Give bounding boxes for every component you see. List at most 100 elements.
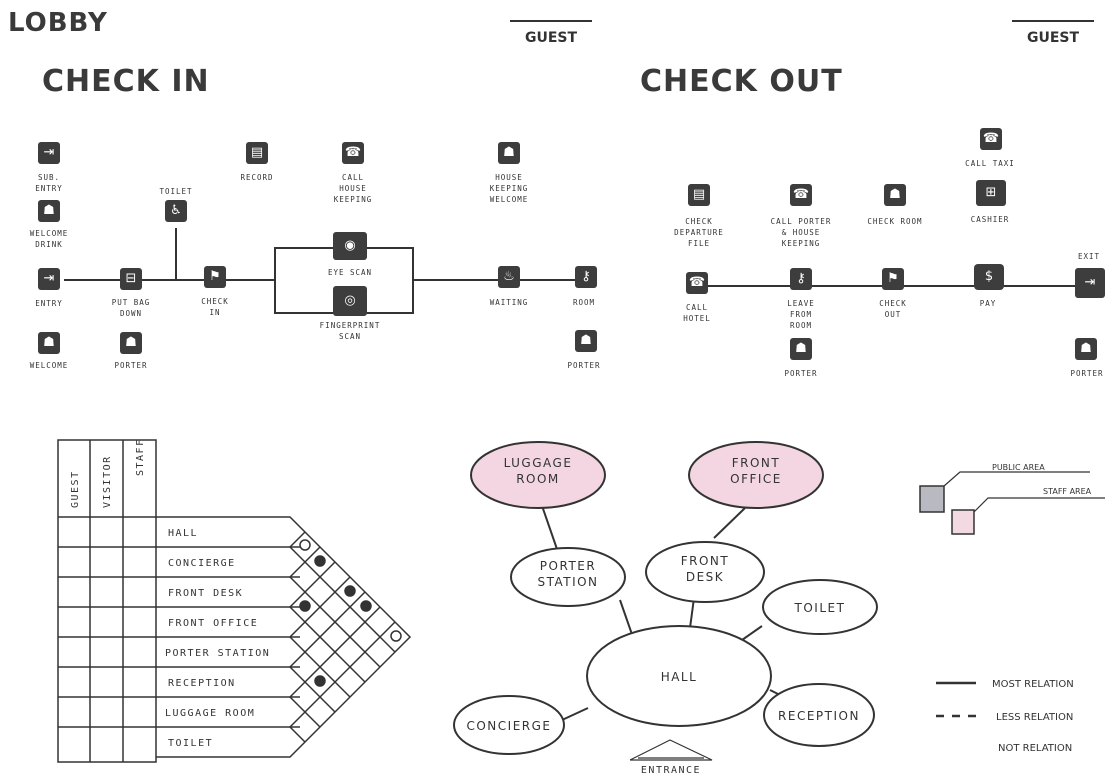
- relation-dot-filled: [360, 600, 372, 612]
- label-check-departure-file: CHECK DEPARTURE FILE: [674, 217, 724, 248]
- legend-staff-area: STAFF AREA: [1043, 487, 1092, 496]
- relation-dot-filled: [344, 585, 356, 597]
- label-sub-entry: SUB. ENTRY: [35, 173, 63, 193]
- label-record: RECORD: [240, 173, 274, 182]
- checkout-desk-icon: ⚑: [882, 268, 904, 290]
- sofa-icon: ♨: [498, 266, 520, 288]
- matrix-col-guest: GUEST: [70, 470, 81, 508]
- file-icon-check-departure: ▤: [688, 184, 710, 206]
- label-entry: ENTRY: [35, 299, 63, 308]
- label-cashier: CASHIER: [970, 215, 1010, 224]
- bubble-luggage-room: [470, 441, 606, 509]
- bubble-label-concierge: CONCIERGE: [466, 719, 551, 733]
- door-icon-entry: ⇥: [38, 268, 60, 290]
- record-icon: ▤: [246, 142, 268, 164]
- toilet-icon: ♿: [165, 200, 187, 222]
- phone-icon-call-housekeeping: ☎: [342, 142, 364, 164]
- label-waiting: WAITING: [489, 298, 529, 307]
- label-room: ROOM: [572, 298, 596, 307]
- label-exit: EXIT: [1077, 252, 1101, 261]
- phone-icon-call-taxi: ☎: [980, 128, 1002, 150]
- bubble-reception: [763, 683, 875, 747]
- entrance-arrow: [629, 739, 713, 761]
- bubble-label-toilet: TOILET: [794, 601, 846, 615]
- label-house-keeping-welcome: HOUSE KEEPING WELCOME: [489, 173, 529, 204]
- porter-icon-2: ☗: [575, 330, 597, 352]
- checkin-desk-icon: ⚑: [204, 266, 226, 288]
- relation-dot-filled: [314, 675, 326, 687]
- label-put-bag-down: PUT BAG DOWN: [111, 298, 151, 318]
- pay-icon: $: [974, 264, 1004, 290]
- label-porter-checkout: PORTER: [784, 369, 818, 378]
- label-porter-exit: PORTER: [1070, 369, 1104, 378]
- label-check-in: CHECK IN: [201, 297, 229, 317]
- label-check-room: CHECK ROOM: [867, 217, 923, 226]
- matrix-row-porter-station: PORTER STATION: [165, 648, 270, 659]
- relation-dot-open: [390, 630, 402, 642]
- label-call-house-keeping: CALL HOUSE KEEPING: [333, 173, 373, 204]
- lobby-title: LOBBY: [8, 8, 108, 38]
- guest-label-left: GUEST: [510, 20, 592, 46]
- matrix-row-concierge: CONCIERGE: [168, 558, 236, 569]
- relation-dot-open: [299, 539, 311, 551]
- checkout-title: CHECK OUT: [640, 64, 843, 99]
- fingerprint-icon: ◎: [333, 286, 367, 316]
- bubble-toilet: [762, 579, 878, 635]
- phone-icon-call-porter: ☎: [790, 184, 812, 206]
- staff-area-swatch: [951, 509, 975, 535]
- matrix-row-luggage-room: LUGGAGE ROOM: [165, 708, 255, 719]
- bubble-porter-station: [510, 547, 626, 607]
- relation-dot-filled: [314, 555, 326, 567]
- label-eye-scan: EYE SCAN: [327, 268, 373, 277]
- label-call-porter-house-keeping: CALL PORTER & HOUSE KEEPING: [770, 217, 832, 248]
- label-welcome: WELCOME: [29, 361, 69, 370]
- label-toilet: TOILET: [159, 187, 193, 196]
- checkin-title: CHECK IN: [42, 64, 210, 99]
- label-call-hotel: CALL HOTEL: [683, 303, 711, 323]
- matrix-row-front-office: FRONT OFFICE: [168, 618, 258, 629]
- porter-icon: ☗: [120, 332, 142, 354]
- label-call-taxi: CALL TAXI: [965, 159, 1015, 168]
- matrix-col-visitor: VISITOR: [102, 455, 113, 508]
- matrix-col-staff: STAFF: [135, 438, 146, 476]
- matrix-row-reception: RECEPTION: [168, 678, 236, 689]
- key-icon-leave-room: ⚷: [790, 268, 812, 290]
- label-welcome-drink: WELCOME DRINK: [29, 229, 69, 249]
- label-porter: PORTER: [114, 361, 148, 370]
- guest-label-right: GUEST: [1012, 20, 1094, 46]
- phone-icon-call-hotel: ☎: [686, 272, 708, 294]
- bubble-hall: [586, 625, 772, 727]
- porter-icon-exit: ☗: [1075, 338, 1097, 360]
- person-icon-welcome: ☗: [38, 332, 60, 354]
- person-icon-check-room: ☗: [884, 184, 906, 206]
- legend-public-area: PUBLIC AREA: [992, 463, 1045, 472]
- label-fingerprint-scan: FINGERPRINT SCAN: [319, 321, 381, 341]
- door-icon-sub-entry: ⇥: [38, 142, 60, 164]
- public-area-swatch: [919, 485, 945, 513]
- cashier-icon: ⊞: [976, 180, 1006, 206]
- label-porter-2: PORTER: [567, 361, 601, 370]
- bubble-concierge: [453, 695, 565, 755]
- legend-not-relation: NOT RELATION: [998, 743, 1072, 754]
- bubble-label-hall: HALL: [661, 670, 698, 684]
- entrance-label: ENTRANCE: [641, 765, 701, 776]
- key-icon-room: ⚷: [575, 266, 597, 288]
- eye-icon: ◉: [333, 232, 367, 260]
- porter-icon-checkout: ☗: [790, 338, 812, 360]
- legend-most-relation: MOST RELATION: [992, 679, 1074, 690]
- bubble-front-office: [688, 441, 824, 509]
- bubble-front-desk: [645, 541, 765, 603]
- label-pay: PAY: [979, 299, 997, 308]
- label-leave-from-room: LEAVE FROM ROOM: [787, 299, 815, 330]
- legend-less-relation: LESS RELATION: [996, 712, 1073, 723]
- exit-icon: ⇥: [1075, 268, 1105, 298]
- matrix-row-front-desk: FRONT DESK: [168, 588, 243, 599]
- bubble-label-reception: RECEPTION: [778, 709, 860, 723]
- matrix-left-box: [57, 439, 157, 763]
